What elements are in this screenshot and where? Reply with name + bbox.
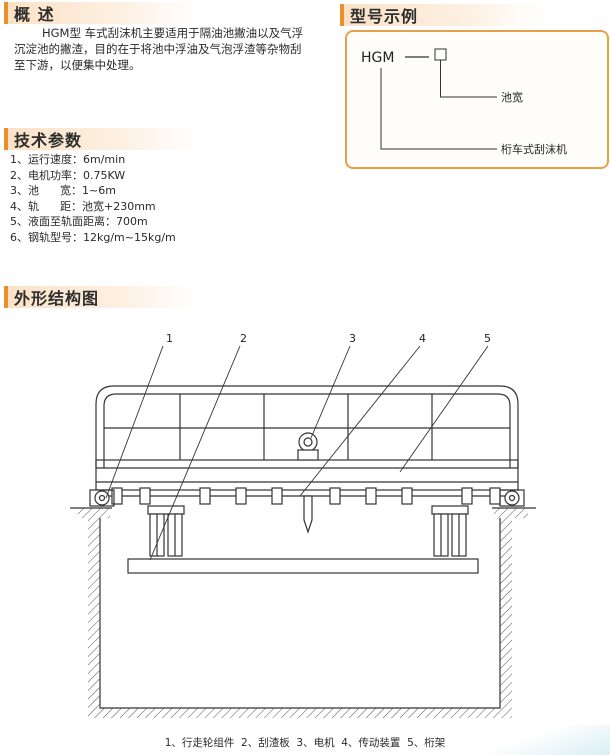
callout-5: 5 (484, 332, 491, 345)
model-heading: 型号示例 (340, 4, 544, 26)
drive-shaft (108, 487, 506, 534)
model-label-width: 池宽 (501, 90, 523, 104)
param-item: 5、液面至轨面距离：700m (10, 215, 148, 229)
overview-text: HGM型 车式刮沫机主要适用于隔油池撇油以及气浮沉淀池的撇渣，目的在于将池中浮油… (14, 26, 304, 72)
motor (297, 432, 319, 461)
corner-decoration (470, 725, 610, 755)
truss (95, 385, 519, 491)
width-leader-line (440, 60, 497, 98)
structure-drawing: 1 2 3 4 5 (70, 332, 536, 718)
model-title: 型号示例 (350, 7, 419, 26)
scraper-plate (127, 558, 479, 574)
overview-heading: 概 述 (4, 2, 198, 24)
param-item: 6、钢轨型号：12kg/m~15kg/m (10, 230, 176, 244)
param-item: 4、轨 距：池宽+230mm (10, 199, 156, 213)
machine-leader-line (380, 68, 497, 150)
overview-title: 概 述 (14, 5, 55, 24)
callout-leaders (105, 345, 489, 561)
model-diagram: HGM 池宽 桁车式刮沫机 (361, 48, 567, 156)
model-code: HGM (361, 50, 394, 66)
callout-3: 3 (349, 332, 356, 345)
hanger-left (147, 505, 185, 557)
walking-wheel-left (89, 489, 115, 507)
params-heading: 技术参数 (4, 128, 198, 150)
structure-title: 外形结构图 (14, 289, 100, 308)
tank (70, 507, 536, 718)
model-placeholder-box (434, 48, 447, 61)
callout-1: 1 (166, 332, 173, 345)
callout-4: 4 (419, 332, 426, 345)
param-item: 3、池 宽：1~6m (10, 184, 116, 198)
param-item: 2、电机功率：0.75KW (10, 168, 126, 182)
model-example-box: HGM 池宽 桁车式刮沫机 (345, 30, 609, 169)
overview-section: HGM型 车式刮沫机主要适用于隔油池撇油以及气浮沉淀池的撇渣，目的在于将池中浮油… (14, 25, 304, 73)
callout-2: 2 (240, 332, 247, 345)
params-title: 技术参数 (14, 131, 83, 150)
walking-wheel-right (499, 489, 525, 507)
param-item: 1、运行速度：6m/min (10, 153, 126, 166)
hanger-right (431, 505, 469, 557)
model-label-machine: 桁车式刮沫机 (501, 142, 567, 156)
structure-caption: 1、行走轮组件 2、刮渣板 3、电机 4、传动装置 5、桁架 (164, 737, 446, 749)
structure-heading: 外形结构图 (4, 286, 198, 308)
params-list: 1、运行速度：6m/min 2、电机功率：0.75KW 3、池 宽：1~6m 4… (10, 152, 176, 246)
